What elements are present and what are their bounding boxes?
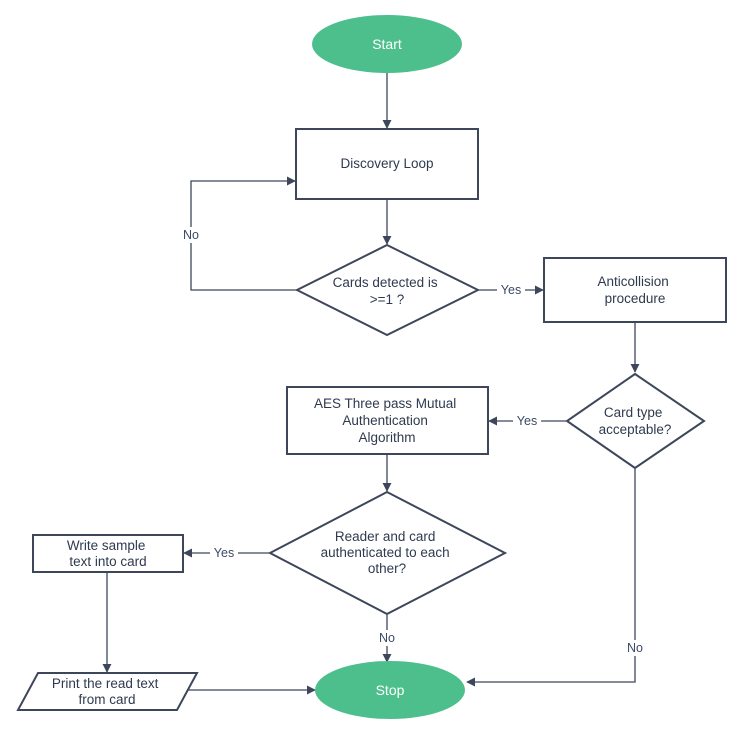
- cards-detected-line-1: Cards detected is: [333, 275, 438, 290]
- reader-auth-line-2: authenticated to each: [321, 545, 450, 560]
- reader-auth-decision: [267, 490, 508, 616]
- card-type-decision: [565, 372, 706, 470]
- reader-auth-line-3: other?: [368, 561, 406, 576]
- edge-label-yes-type: Yes: [517, 414, 537, 428]
- stop-terminal: [315, 661, 465, 719]
- write-box: [32, 534, 184, 573]
- anticollision-label: Anticollision procedure: [597, 274, 672, 306]
- cards-detected-line-2: >=1 ?: [370, 292, 405, 307]
- card-type-line-1: Card type: [604, 405, 663, 420]
- print-label: Print the read text from card: [52, 676, 162, 707]
- stop-label: Stop: [376, 682, 405, 698]
- discovery-loop-box: [295, 128, 479, 200]
- aes-label: AES Three pass Mutual Authentication Alg…: [314, 396, 460, 445]
- print-line-1: Print the read text: [52, 676, 159, 691]
- card-type-label: Card type acceptable?: [599, 405, 672, 437]
- reader-auth-label: Reader and card authenticated to each ot…: [321, 529, 454, 576]
- reader-auth-line-1: Reader and card: [335, 529, 436, 544]
- aes-line-2: Authentication: [342, 413, 428, 428]
- edge-label-no-loop: No: [183, 228, 199, 242]
- write-line-1: Write sample: [67, 538, 146, 553]
- edge-label-yes-auth: Yes: [214, 546, 234, 560]
- print-io: [16, 672, 199, 711]
- edge-label-bg-no-type: [622, 640, 648, 656]
- edge-label-bg-yes-type: [513, 413, 541, 429]
- start-terminal: [312, 15, 462, 73]
- write-line-2: text into card: [69, 554, 146, 569]
- card-type-line-2: acceptable?: [599, 422, 672, 437]
- edge-label-no-type: No: [627, 641, 643, 655]
- start-label: Start: [372, 36, 402, 52]
- aes-line-1: AES Three pass Mutual: [314, 396, 456, 411]
- anticollision-box: [543, 257, 727, 323]
- print-line-2: from card: [78, 692, 135, 707]
- edge-cardtype-stop: [466, 469, 636, 687]
- anticollision-line-1: Anticollision: [597, 274, 668, 289]
- cards-detected-decision: [294, 243, 481, 337]
- edge-label-bg-yes-auth: [210, 545, 238, 561]
- discovery-loop-label: Discovery Loop: [340, 156, 433, 171]
- edge-label-bg-no-auth: [374, 630, 400, 646]
- edge-label-bg-no-loop: [178, 227, 204, 243]
- edge-label-yes-detected: Yes: [501, 283, 521, 297]
- edge-no-loop: [190, 176, 297, 291]
- aes-box: [286, 386, 489, 455]
- aes-line-3: Algorithm: [358, 430, 415, 445]
- edge-label-bg-yes-detected: [497, 282, 525, 298]
- cards-detected-label: Cards detected is >=1 ?: [333, 275, 442, 307]
- edge-label-no-auth: No: [379, 631, 395, 645]
- write-label: Write sample text into card: [67, 538, 149, 569]
- anticollision-line-2: procedure: [605, 291, 666, 306]
